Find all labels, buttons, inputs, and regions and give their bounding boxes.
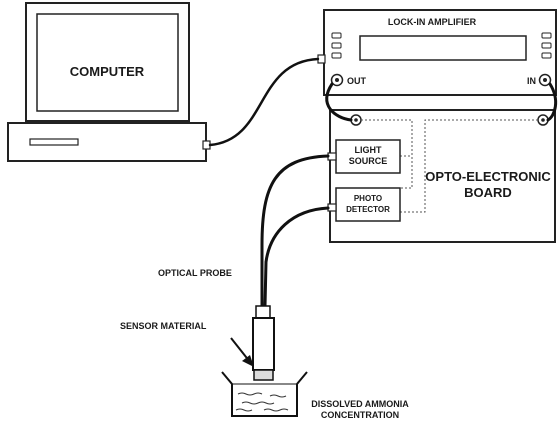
light-source-label-line2: SOURCE — [349, 156, 388, 166]
computer-cable — [208, 57, 320, 147]
light-source-box — [327, 139, 401, 174]
out-cable — [325, 82, 353, 122]
out-label: OUT — [347, 76, 367, 86]
in-cable — [546, 82, 558, 122]
computer-label: COMPUTER — [70, 64, 145, 79]
lock-in-amplifier — [317, 9, 557, 96]
photo-detector-box — [327, 187, 401, 222]
optical-probe-label: OPTICAL PROBE — [158, 268, 232, 278]
dissolved-ammonia-label-line2: CONCENTRATION — [321, 410, 399, 420]
optical-probe — [252, 305, 275, 381]
in-label: IN — [527, 76, 536, 86]
light-source-label-line1: LIGHT — [355, 145, 382, 155]
light-source-fiber — [260, 154, 330, 308]
computer-base — [7, 122, 211, 162]
sensor-material-tip — [253, 369, 274, 381]
opto-board-label-line1: OPTO-ELECTRONIC — [425, 169, 551, 184]
cables — [208, 57, 558, 308]
dissolved-ammonia-label-line1: DISSOLVED AMMONIA — [311, 399, 409, 409]
photo-detector-fiber — [263, 206, 330, 308]
opto-board-label-line2: BOARD — [464, 185, 512, 200]
beaker — [221, 371, 308, 417]
solution-waves — [235, 392, 289, 412]
photo-detector-label-line1: PHOTO — [354, 194, 382, 203]
computer-monitor — [25, 2, 190, 122]
sensor-material-label: SENSOR MATERIAL — [120, 321, 207, 331]
sensor-arrow — [230, 337, 254, 367]
lock-in-amplifier-label: LOCK-IN AMPLIFIER — [388, 17, 477, 27]
photo-detector-label-line2: DETECTOR — [346, 205, 390, 214]
